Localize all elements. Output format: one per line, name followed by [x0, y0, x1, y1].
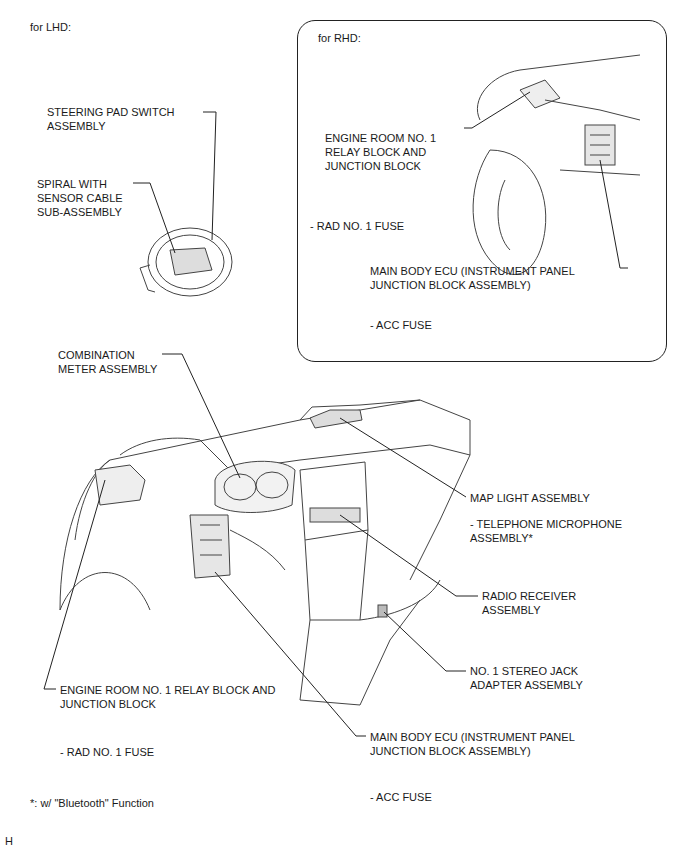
- leader-lines: [44, 92, 628, 736]
- vehicle-outline: [60, 228, 470, 705]
- part-label: - ACC FUSE: [370, 790, 490, 804]
- part-label: NO. 1 STEREO JACK ADAPTER ASSEMBLY: [470, 664, 605, 692]
- part-label: SPIRAL WITH SENSOR CABLE SUB-ASSEMBLY: [37, 177, 133, 219]
- part-label: MAIN BODY ECU (INSTRUMENT PANEL JUNCTION…: [370, 264, 632, 292]
- figure-code: H: [5, 834, 35, 848]
- part-label: MAP LIGHT ASSEMBLY: [470, 491, 670, 505]
- part-label: COMBINATION METER ASSEMBLY: [58, 348, 162, 376]
- part-label: - RAD NO. 1 FUSE: [310, 219, 460, 233]
- part-label: MAIN BODY ECU (INSTRUMENT PANEL JUNCTION…: [370, 730, 620, 758]
- part-label: for LHD:: [30, 20, 150, 34]
- inset-heading: for RHD:: [318, 31, 418, 45]
- part-label: - ACC FUSE: [370, 318, 490, 332]
- vehicle-outline-rhd: [473, 55, 640, 274]
- inset-panel: for RHD: ENGINE ROOM NO. 1 RELAY BLOCK AN…: [297, 20, 667, 362]
- part-label: STEERING PAD SWITCH ASSEMBLY: [47, 105, 197, 133]
- part-label: - RAD NO. 1 FUSE: [60, 745, 210, 759]
- part-label: ENGINE ROOM NO. 1 RELAY BLOCK AND JUNCTI…: [325, 131, 465, 173]
- part-label: - TELEPHONE MICROPHONE ASSEMBLY*: [470, 517, 660, 545]
- part-label: ENGINE ROOM NO. 1 RELAY BLOCK AND JUNCTI…: [60, 683, 280, 711]
- footnote: *: w/ "Bluetooth" Function: [30, 796, 230, 810]
- part-label: RADIO RECEIVER ASSEMBLY: [482, 589, 600, 617]
